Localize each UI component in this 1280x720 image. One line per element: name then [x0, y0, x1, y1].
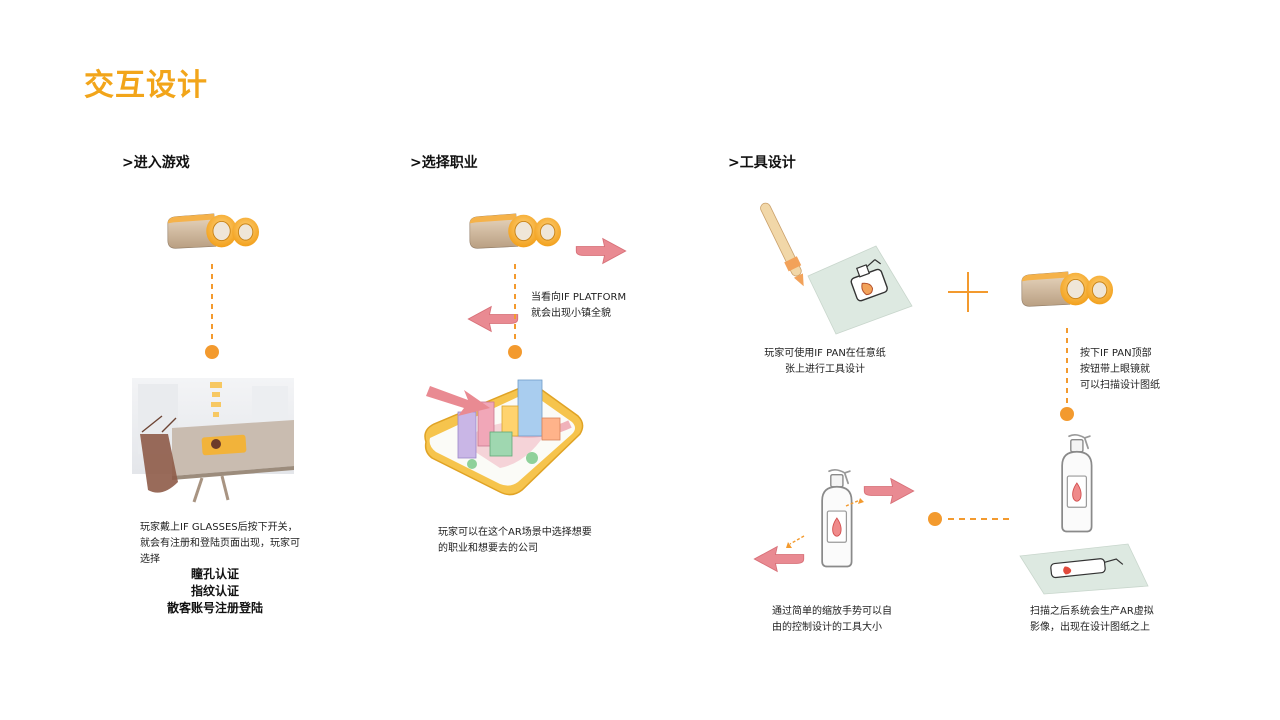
ar-town-platform-illustration	[424, 379, 584, 496]
caption-line: 张上进行工具设计	[785, 364, 865, 375]
enter-game-caption: 玩家戴上IF GLASSES后按下开关， 就会有注册和登陆页面出现，玩家可 选择	[140, 520, 310, 568]
heading-choose-job: >选择职业	[410, 155, 478, 171]
note-line: 当看向IF PLATFORM	[531, 292, 627, 303]
caption-line: 玩家可使用IF PAN在任意纸	[764, 348, 886, 359]
hand-arrow-right-icon	[863, 478, 915, 504]
auth-method-fingerprint: 指纹认证	[190, 584, 239, 598]
caption-line: 的职业和想要去的公司	[438, 543, 538, 554]
auth-method-list: 瞳孔认证 指纹认证 散客账号注册登陆	[140, 566, 290, 617]
auth-method-pupil: 瞳孔认证	[190, 567, 239, 581]
design-paper-illustration	[1019, 543, 1149, 595]
plus-icon	[948, 272, 988, 312]
caption-line: 通过简单的缩放手势可以自	[772, 606, 892, 617]
tool-step2-caption: 按下IF PAN顶部 按钮带上眼镜就 可以扫描设计图纸	[1080, 346, 1176, 394]
caption-line: 可以扫描设计图纸	[1080, 380, 1160, 391]
note-line: 就会出现小镇全貌	[531, 308, 611, 319]
caption-line: 就会有注册和登陆页面出现，玩家可	[140, 538, 300, 549]
glasses-icon	[167, 213, 260, 249]
scale-direction-arrows-icon	[786, 498, 864, 548]
caption-line: 由的控制设计的工具大小	[772, 622, 882, 633]
heading-tool-design: >工具设计	[728, 155, 796, 171]
caption-line: 选择	[140, 554, 160, 565]
connector-dashed-line	[205, 264, 219, 359]
caption-line: 玩家可以在这个AR场景中选择想要	[438, 527, 592, 538]
pen-drawing-illustration	[760, 202, 913, 335]
auth-method-guest: 散客账号注册登陆	[166, 601, 263, 615]
platform-note: 当看向IF PLATFORM 就会出现小镇全貌	[531, 290, 641, 322]
caption-line: 玩家戴上IF GLASSES后按下开关，	[140, 522, 298, 533]
caption-line: 扫描之后系统会生产AR虚拟	[1030, 606, 1154, 617]
connector-dashed-line	[508, 264, 522, 359]
glasses-icon	[1021, 271, 1114, 307]
tool-step4-caption: 通过简单的缩放手势可以自 由的控制设计的工具大小	[772, 604, 912, 636]
connector-dashed-line-horizontal	[928, 512, 1014, 526]
caption-line: 按钮带上眼镜就	[1080, 364, 1150, 375]
glasses-icon	[469, 213, 562, 249]
connector-dashed-line	[1060, 328, 1074, 421]
tool-step1-caption: 玩家可使用IF PAN在任意纸 张上进行工具设计	[762, 346, 888, 378]
caption-line: 按下IF PAN顶部	[1080, 348, 1152, 359]
hand-arrow-right-icon	[575, 238, 627, 264]
caption-line: 影像，出现在设计图纸之上	[1030, 622, 1150, 633]
choose-job-caption: 玩家可以在这个AR场景中选择想要 的职业和想要去的公司	[438, 525, 618, 557]
page-title: 交互设计	[84, 68, 208, 103]
heading-enter-game: >进入游戏	[122, 155, 190, 171]
table-room-illustration	[132, 378, 294, 503]
ar-extinguisher-icon	[1061, 433, 1093, 533]
tool-step3-caption: 扫描之后系统会生产AR虚拟 影像，出现在设计图纸之上	[1030, 604, 1170, 636]
